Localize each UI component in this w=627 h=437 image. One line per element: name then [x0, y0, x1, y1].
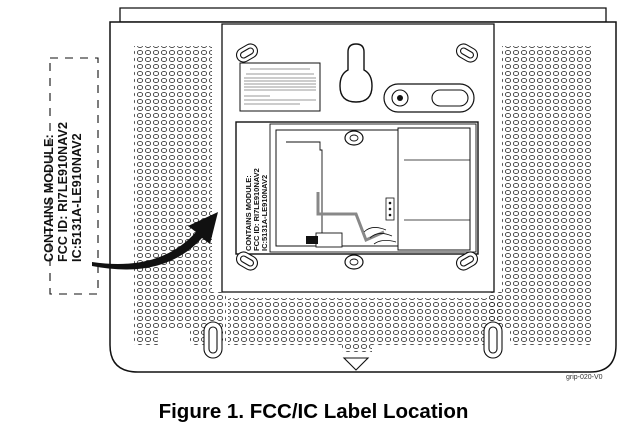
keyhole-mount [339, 43, 373, 103]
figure-caption: Figure 1. FCC/IC Label Location [158, 400, 469, 423]
device-label-line-3: IC:5131A-LE910NAV2 [260, 174, 269, 251]
slot-mount [383, 83, 475, 113]
callout-line-3: IC:5131A-LE910NAV2 [70, 133, 84, 262]
callout-line-2: FCC ID: RI7LE910NAV2 [56, 122, 70, 262]
callout-arrow [92, 212, 218, 270]
corner-slots [235, 43, 479, 271]
vent-grille-left [134, 46, 226, 345]
device-underside-diagram [49, 7, 617, 373]
fcc-ic-callout-text: CONTAINS MODULE: FCC ID: RI7LE910NAV2 IC… [42, 98, 86, 262]
rating-label-sticker [239, 62, 321, 112]
screw-bosses [344, 130, 364, 270]
figure-id: grip-020-V0 [566, 374, 603, 381]
foot-slots [203, 321, 503, 359]
vent-grille-bottom [228, 298, 500, 352]
vent-grille-right [487, 46, 592, 345]
callout-box [49, 57, 99, 295]
device-top-rim [119, 7, 607, 23]
device-fcc-label: CONTAINS MODULE: FCC ID: RI7LE910NAV2 IC… [244, 131, 271, 251]
bottom-notch [342, 357, 370, 371]
callout-line-1: CONTAINS MODULE: [42, 134, 56, 262]
